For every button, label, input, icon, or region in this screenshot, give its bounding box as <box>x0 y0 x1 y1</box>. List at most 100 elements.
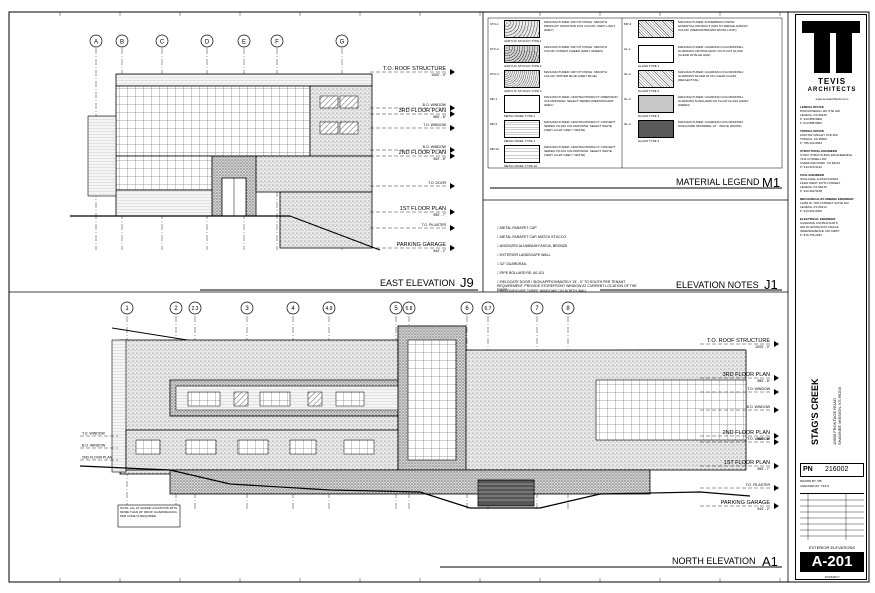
consultant-line: 7211 CONNELL DR <box>800 157 827 161</box>
east-elevation-tag: J9 <box>460 275 474 290</box>
east-level-name: B.O. WINDOW <box>423 103 447 107</box>
north-grid-bubble <box>240 301 254 315</box>
material-description: MANUFACTURER: GUARDIAN COLOR/FINISH: GUA… <box>678 45 744 57</box>
material-description: MANUFACTURER: GUARDIAN COLOR/FINISH: SUN… <box>678 120 744 128</box>
north-window <box>135 439 161 455</box>
north-level-name: 3RD FLOOR PLAN <box>723 372 770 378</box>
office-name: TOPEKA OFFICE <box>800 129 825 133</box>
east-level-name: T.O. DOOR <box>428 181 446 185</box>
sheet-title: EXTERIOR ELEVATIONS <box>808 545 856 550</box>
office-line: F: 913.888.9803 <box>800 121 822 125</box>
project-number-label: PN <box>803 466 813 473</box>
consultant-line: P: 913.962.6000 <box>800 209 823 213</box>
elevation-note: □ RELOCATE DOOR / SIGN APPROXIMATELY 15'… <box>497 280 637 292</box>
note-text: PIPE BOLLARD RE: A0-101 <box>500 271 545 275</box>
level-marker-icon <box>774 503 779 509</box>
east-grid-label: G <box>340 40 345 46</box>
north-grid-bubble <box>481 301 495 315</box>
material-swatch <box>638 70 674 88</box>
north-grid-label: 2 <box>174 306 178 312</box>
material-code: MP-2 <box>490 122 498 126</box>
north-level-elev: 1000' - 9" <box>755 345 771 349</box>
consultant-line: CASHMAN CONSULTANTS <box>800 221 838 225</box>
consultant-line: OVERLAND PARK, KS 66210 <box>800 161 841 165</box>
consultant-line: LENEXA, KS 66215 <box>800 185 827 189</box>
note-text: EXTERIOR LANDSCAPE WALL <box>500 253 551 257</box>
east-window <box>319 95 339 109</box>
consultant-line: P: 913.492.5158 <box>800 189 823 193</box>
east-window <box>319 121 339 135</box>
material-label: ACRYLIC STUCCO TYPE 3 <box>504 89 542 93</box>
note-text: ANODIZED ALUMINUM FASCIA, BRONZE <box>499 244 568 248</box>
material-swatch <box>504 45 540 63</box>
consultant-line: 14920 WEST 107TH STREET <box>800 181 841 185</box>
east-level-name: 2ND FLOOR PLAN <box>399 150 446 156</box>
east-grid-label: E <box>242 40 246 46</box>
note-text: RELOCATE DOOR / SIGN APPROXIMATELY 15' -… <box>497 280 637 292</box>
material-label: GLASS TYPE 2 <box>638 89 660 93</box>
north-grid-bubble <box>286 301 300 315</box>
material-swatch <box>504 20 540 38</box>
east-stucco-lower <box>255 155 373 193</box>
east-level-elev: 969' - 8" <box>433 157 447 161</box>
east-base-panel <box>115 189 213 217</box>
level-marker-icon <box>450 111 455 117</box>
material-description: MANUFACTURER: CENTRIA PRODUCT: CONCEPT S… <box>544 145 616 157</box>
north-grid-label: 4.9 <box>326 306 333 312</box>
level-marker-icon <box>450 105 455 111</box>
material-code: STC-3 <box>490 72 499 76</box>
consultant-line: P: 913.626.6116 <box>800 165 822 169</box>
north-grid-bubble <box>530 301 544 315</box>
elevation-notes-title: ELEVATION NOTES <box>676 280 759 290</box>
east-grid-label: C <box>160 40 165 46</box>
level-marker-icon <box>774 439 779 445</box>
project-number-box: PN 216002 <box>800 463 864 477</box>
level-marker-icon <box>774 389 779 395</box>
sheet-number: A-201 <box>800 552 864 572</box>
north-level-name: 2ND FLOOR PLAN <box>723 430 770 436</box>
north-elevation-title: NORTH ELEVATION <box>672 556 756 566</box>
north-level-name: B.O. WINDOW <box>747 405 771 409</box>
consultant-line: P: 816.756.2281 <box>800 233 823 237</box>
material-description: MANUFACTURER: DRYVIT FINISH: SMOOTH COLO… <box>544 70 608 78</box>
elevation-note: □ 42" GUARDRAIL <box>497 262 637 266</box>
level-marker-icon <box>450 153 455 159</box>
level-marker-icon <box>450 209 455 215</box>
office-line: 8700 ROSEHILL RD STE 400 <box>800 109 840 113</box>
east-grid-label: A <box>94 40 98 46</box>
east-grid-label: D <box>205 40 210 46</box>
material-code: STC-1 <box>490 22 499 26</box>
office-line: 1000 SW OAKLEY STE 200 <box>800 133 838 137</box>
office-line: P: 785.234.6664 <box>800 141 823 145</box>
consultant-line: 11250 W. 79TH STREET SUITE 102 <box>800 201 849 205</box>
east-grid-bubble <box>335 34 349 48</box>
note-text: RECONFIGURE THREE WINDOWS ON NORTH WALL <box>500 289 588 293</box>
consultant-line: INDEPENDENCE, MO 64057 <box>800 229 840 233</box>
north-grid-bubble <box>169 301 183 315</box>
level-marker-icon <box>774 375 779 381</box>
project-info: STAG'S CREEK 10600 FRONTAGE ROAD SHAWNEE… <box>810 345 860 465</box>
firm-website: www.tevisarchitects.com <box>815 97 849 101</box>
north-level-name: T.O. WINDOW <box>747 437 770 441</box>
north-window <box>307 391 323 407</box>
material-code: MP-1 <box>490 97 498 101</box>
level-marker-icon <box>774 407 779 413</box>
material-label: GLASS TYPE 1 <box>638 64 660 68</box>
east-grid-bubble <box>200 34 214 48</box>
north-garage-door <box>477 479 535 507</box>
north-window <box>237 439 269 455</box>
north-grid-label: 6.7 <box>485 306 492 312</box>
north-stair-glazing <box>407 339 457 461</box>
north-window <box>187 391 221 407</box>
revision-table <box>800 493 864 540</box>
level-marker-icon <box>774 433 779 439</box>
title-block: TEVIS ARCHITECTS www.tevisarchitects.com… <box>795 14 867 580</box>
north-level-elev: 944' - 2" <box>757 507 771 511</box>
north-grid-label: 1 <box>125 306 129 312</box>
